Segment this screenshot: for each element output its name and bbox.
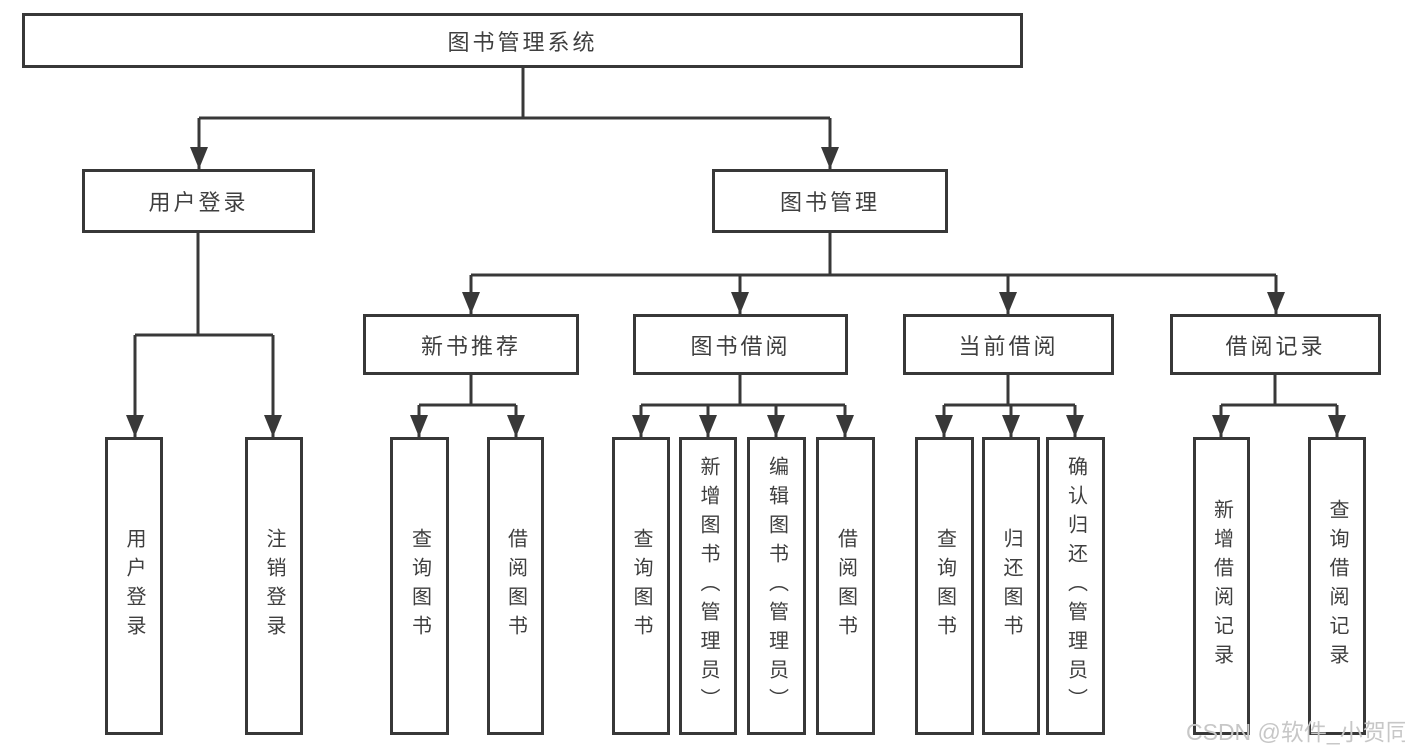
node-book-borrowing: 图书借阅 [633, 314, 848, 375]
leaf-confirm-return-admin: 确认归还（管理员） [1046, 437, 1105, 735]
leaf-query-books-borrowing: 查询图书 [612, 437, 670, 735]
connector-borrowing-records-children [1212, 375, 1346, 437]
leaf-add-books-admin: 新增图书（管理员） [679, 437, 737, 735]
leaf-user-login: 用户登录 [105, 437, 163, 735]
leaf-query-borrow-record: 查询借阅记录 [1308, 437, 1366, 735]
leaf-edit-books-admin: 编辑图书（管理员） [747, 437, 806, 735]
csdn-watermark: CSDN @软件_小贺同学 [1186, 719, 1405, 745]
node-new-book-recommend: 新书推荐 [363, 314, 579, 375]
node-user-login: 用户登录 [82, 169, 315, 233]
leaf-query-books-recommend: 查询图书 [390, 437, 449, 735]
node-borrowing-records: 借阅记录 [1170, 314, 1381, 375]
leaf-borrow-books-recommend: 借阅图书 [487, 437, 544, 735]
leaf-query-books-current: 查询图书 [915, 437, 974, 735]
node-current-borrowing: 当前借阅 [903, 314, 1114, 375]
leaf-return-books: 归还图书 [982, 437, 1040, 735]
connector-root-to-level2 [190, 68, 839, 169]
connector-new-book-recommend-children [410, 375, 525, 437]
node-library-management-system: 图书管理系统 [22, 13, 1023, 68]
connector-book-borrowing-children [632, 375, 854, 437]
node-book-management: 图书管理 [712, 169, 948, 233]
connector-user-login-children [126, 233, 282, 437]
connector-current-borrowing-children [935, 375, 1084, 437]
connector-book-management-children [462, 233, 1285, 314]
leaf-borrow-books-borrowing: 借阅图书 [816, 437, 875, 735]
leaf-add-borrow-record: 新增借阅记录 [1193, 437, 1250, 735]
leaf-logout: 注销登录 [245, 437, 303, 735]
